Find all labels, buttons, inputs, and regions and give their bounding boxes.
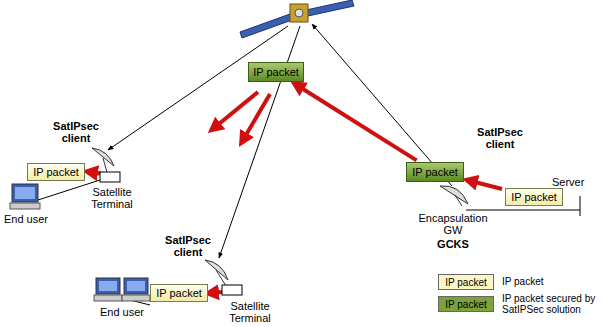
component-label: Satellite Terminal xyxy=(215,300,285,324)
satellite-terminal xyxy=(100,172,120,182)
legend-swatch: IP packet xyxy=(438,296,494,312)
component-label: Satellite Terminal xyxy=(80,186,144,210)
component-label: Server xyxy=(552,176,602,188)
swatch-label: IP packet xyxy=(445,299,487,310)
swatch-label: IP packet xyxy=(445,277,487,288)
computer xyxy=(94,278,122,301)
packet-label: IP packet xyxy=(156,287,202,299)
packet-label: IP packet xyxy=(511,191,557,203)
packet-label: IP packet xyxy=(33,166,79,178)
plain-packet-box: IP packet xyxy=(505,188,563,206)
plain-packet-box: IP packet xyxy=(27,163,85,181)
plain-packet-box: IP packet xyxy=(150,284,208,302)
flow-arrow xyxy=(297,85,417,160)
component-label: GCKS xyxy=(423,238,483,250)
component-label: End user xyxy=(92,306,152,318)
flow-arrow xyxy=(211,292,222,293)
satellite-dish xyxy=(205,260,228,286)
satellite-terminal xyxy=(222,285,242,295)
satellite xyxy=(240,0,354,38)
flow-arrow xyxy=(470,181,502,189)
component-label: End user xyxy=(0,213,56,225)
component-label: Encapsulation GW xyxy=(418,212,488,236)
legend-swatch: IP packet xyxy=(438,274,494,290)
packet-label: IP packet xyxy=(253,66,299,78)
computer xyxy=(122,278,150,301)
packet-label: IP packet xyxy=(412,166,458,178)
component-label: SatIPsec client xyxy=(469,126,531,150)
flow-arrow xyxy=(243,94,270,140)
secured-packet-box: IP packet xyxy=(406,162,464,182)
gateway-dish xyxy=(440,186,468,206)
component-label: SatIPsec client xyxy=(157,234,219,258)
legend-text: IP packet xyxy=(502,276,602,287)
server-link xyxy=(466,210,580,211)
lan-cable xyxy=(38,180,100,200)
computer xyxy=(10,184,40,209)
component-label: SatIPsec client xyxy=(45,120,107,144)
secured-packet-box: IP packet xyxy=(248,62,304,82)
legend-text: IP packet secured by SatIPSec solution xyxy=(502,293,602,315)
downlink-beam xyxy=(108,26,288,150)
downlink-beam xyxy=(219,26,300,258)
server-symbol xyxy=(580,196,581,216)
